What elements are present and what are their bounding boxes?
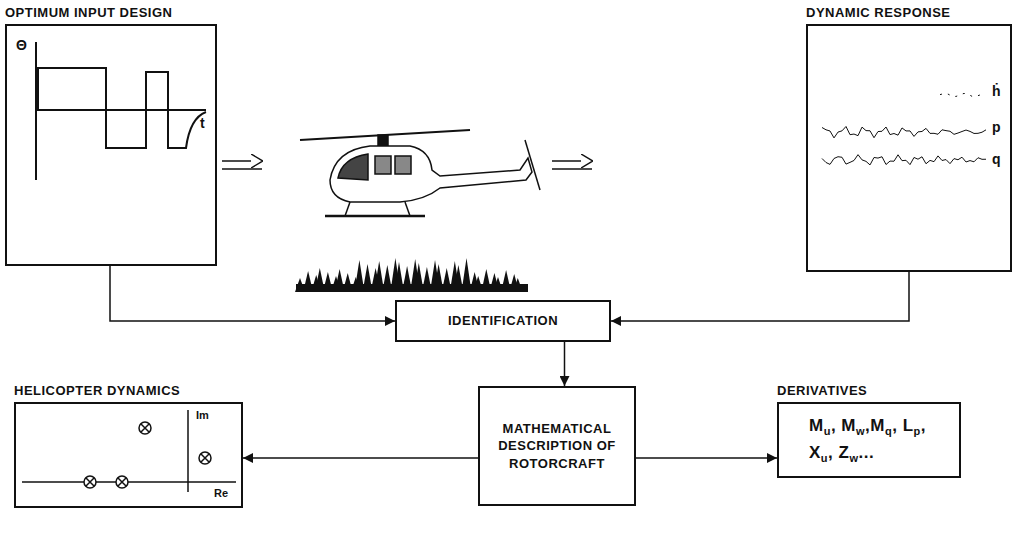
flow-arrow — [636, 457, 777, 459]
derivative-list: Mu, Mw,Mq, Lp, Xu, Zw... — [809, 413, 929, 467]
axis-label: t — [200, 116, 205, 130]
flow-arrow — [611, 272, 909, 321]
panel-heading: HELICOPTER DYNAMICS — [14, 383, 180, 398]
helicopter-illustration — [300, 130, 540, 216]
box-label: MATHEMATICAL DESCRIPTION OF ROTORCRAFT — [484, 416, 630, 477]
panel-heading: DERIVATIVES — [777, 383, 867, 398]
derivatives-panel: DERIVATIVESMu, Mw,Mq, Lp, Xu, Zw... — [777, 402, 961, 478]
axis-label: Im — [196, 410, 209, 421]
flow-arrow — [243, 457, 478, 459]
signal-name: ḣ — [992, 84, 1001, 98]
process-box: MATHEMATICAL DESCRIPTION OF ROTORCRAFT — [478, 386, 636, 506]
panel-heading: OPTIMUM INPUT DESIGN — [5, 5, 172, 20]
signal-name: p — [992, 120, 1001, 134]
signal-name: q — [992, 152, 1001, 166]
box-label: IDENTIFICATION — [440, 308, 566, 334]
panel-heading: DYNAMIC RESPONSE — [806, 5, 951, 20]
forest-silhouette — [295, 258, 528, 292]
response-traces — [822, 93, 986, 165]
flow-arrow — [110, 266, 395, 321]
axis-label: Re — [214, 488, 228, 499]
input-signal-plot — [36, 42, 206, 180]
flow-arrow — [564, 342, 566, 386]
response-panel: DYNAMIC RESPONSE — [806, 24, 1012, 272]
axis-label: Θ — [16, 38, 27, 52]
process-box: IDENTIFICATION — [395, 300, 611, 342]
pole-plot — [22, 410, 236, 492]
input-panel: OPTIMUM INPUT DESIGN — [5, 24, 217, 266]
